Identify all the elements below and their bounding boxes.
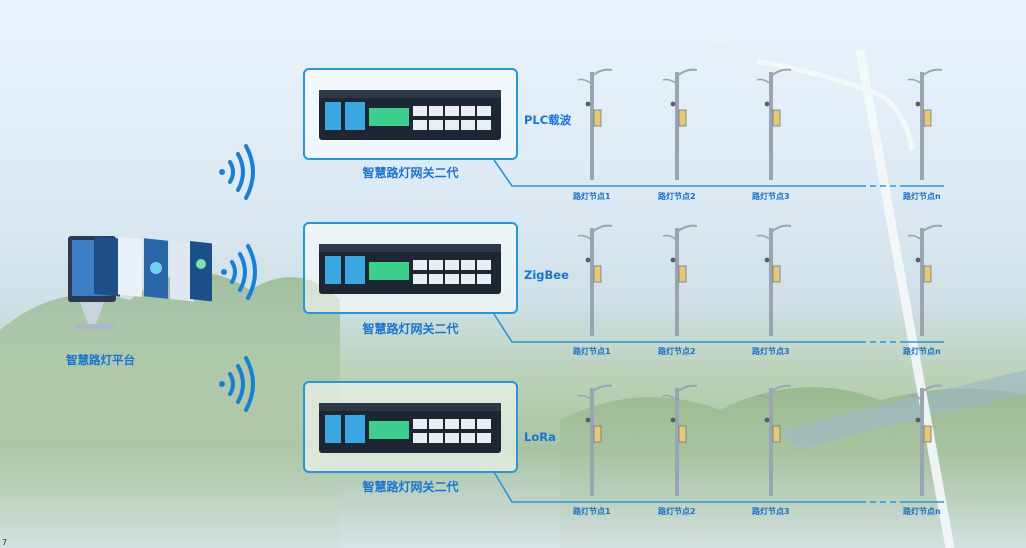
node-label-r1-2: 路灯节点2: [658, 192, 696, 201]
gateway-device-icon: [319, 90, 501, 140]
protocol-label: LoRa: [524, 430, 556, 444]
node-label-r1-1: 路灯节点1: [573, 192, 611, 201]
gateway-box: [303, 222, 518, 314]
gateway-device-icon: [319, 244, 501, 294]
node-label-r2-1: 路灯节点1: [573, 347, 611, 356]
wifi-signal-icon-1: [219, 144, 255, 200]
wifi-signal-icon-3: [219, 356, 255, 412]
node-label-r2-3: 路灯节点3: [752, 347, 790, 356]
node-label-r1-3: 路灯节点3: [752, 192, 790, 201]
node-label-r2-n: 路灯节点n: [903, 347, 941, 356]
gateway-caption: 智慧路灯网关二代: [362, 480, 459, 494]
monitor-icon: [68, 235, 212, 329]
gateway-caption: 智慧路灯网关二代: [362, 166, 459, 180]
protocol-label: PLC载波: [524, 113, 572, 127]
gateway-box: [303, 68, 518, 160]
gateway-caption: 智慧路灯网关二代: [362, 322, 459, 336]
wifi-signal-icon-2: [221, 244, 257, 300]
node-label-r3-n: 路灯节点n: [903, 507, 941, 516]
gateway-box: [303, 381, 518, 473]
protocol-label: ZigBee: [524, 268, 569, 282]
node-label-r3-2: 路灯节点2: [658, 507, 696, 516]
node-label-r3-1: 路灯节点1: [573, 507, 611, 516]
platform-monitor: [66, 228, 216, 348]
page-number: 7: [2, 538, 8, 547]
node-label-r3-3: 路灯节点3: [752, 507, 790, 516]
platform-label: 智慧路灯平台: [66, 353, 135, 367]
node-label-r1-n: 路灯节点n: [903, 192, 941, 201]
wireless-signals: [219, 144, 257, 412]
node-label-r2-2: 路灯节点2: [658, 347, 696, 356]
gateway-device-icon: [319, 403, 501, 453]
